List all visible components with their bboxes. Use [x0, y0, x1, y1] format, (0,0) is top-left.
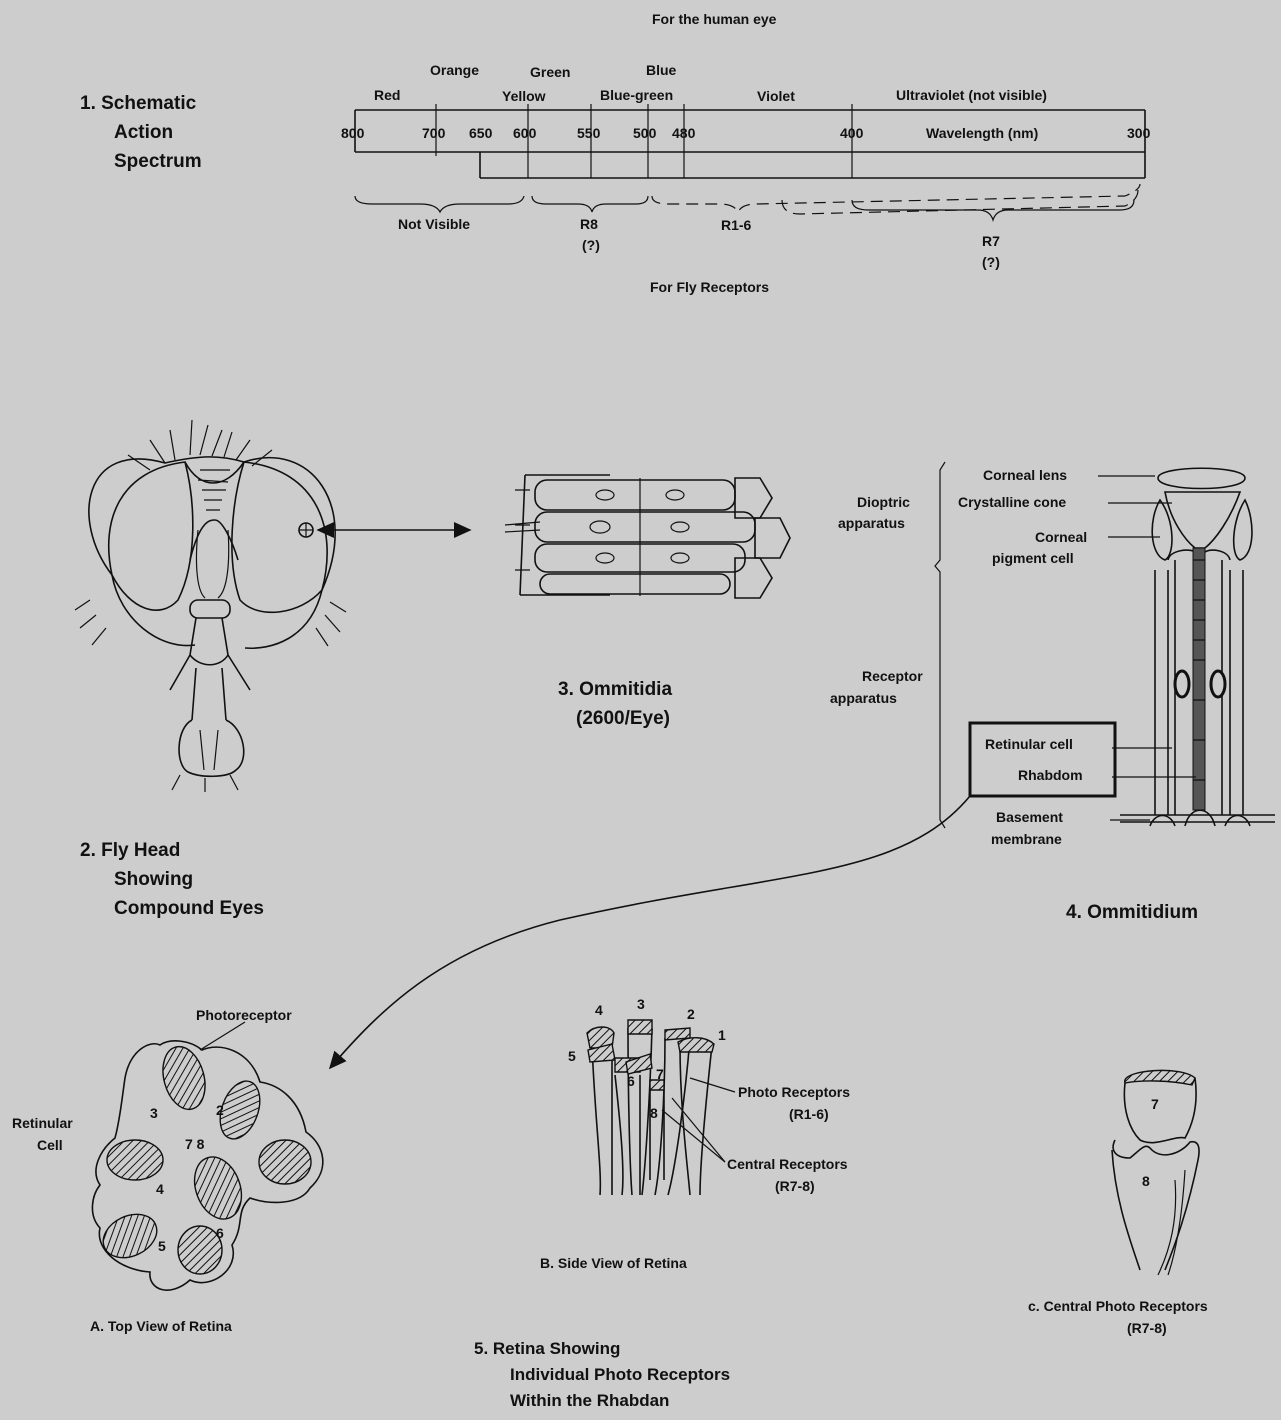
tick-700: 700 — [422, 125, 445, 141]
central-receptors-label-1: Central Receptors — [727, 1156, 848, 1172]
ommatidia-label-2: (2600/Eye) — [576, 704, 670, 733]
retina-label-3: Within the Rhabdan — [510, 1388, 669, 1413]
retinular-cell-label-2: Cell — [37, 1137, 63, 1153]
tick-650: 650 — [469, 125, 492, 141]
top-view-num-2: 2 — [216, 1102, 224, 1118]
top-view-num-5: 5 — [158, 1238, 166, 1254]
color-yellow: Yellow — [502, 88, 546, 104]
r7-label: R7 — [982, 233, 1000, 249]
central-view-caption-1: c. Central Photo Receptors — [1028, 1298, 1208, 1314]
tick-480: 480 — [672, 125, 695, 141]
fly-receptors-caption: For Fly Receptors — [650, 279, 769, 295]
top-view-num-3: 3 — [150, 1105, 158, 1121]
retina-side-view — [587, 1020, 735, 1195]
receptor-apparatus-label-2: apparatus — [830, 690, 897, 706]
r1-6-label: R1-6 — [721, 217, 751, 233]
side-view-caption: B. Side View of Retina — [540, 1255, 687, 1271]
side-view-num-3: 3 — [637, 996, 645, 1012]
central-receptors-label-2: (R7-8) — [775, 1178, 815, 1194]
color-orange: Orange — [430, 62, 479, 78]
photoreceptor-label: Photoreceptor — [196, 1007, 292, 1023]
not-visible-label: Not Visible — [398, 216, 470, 232]
ommatidia-label-1: 3. Ommitidia — [558, 675, 672, 704]
corneal-lens-label: Corneal lens — [983, 467, 1067, 483]
top-view-num-7-8: 7 8 — [185, 1136, 204, 1152]
tick-500: 500 — [633, 125, 656, 141]
side-view-num-7: 7 — [656, 1066, 664, 1082]
fly-head-drawing — [75, 420, 346, 792]
dioptric-label-1: Dioptric — [857, 494, 910, 510]
ommatidia-drawing — [505, 475, 790, 598]
ommatidium-label: 4. Ommitidium — [1066, 898, 1198, 927]
spectrum-section-label-3: Spectrum — [114, 147, 202, 176]
rhabdom-label: Rhabdom — [1018, 767, 1083, 783]
fly-head-label-3: Compound Eyes — [114, 894, 264, 923]
central-num-7: 7 — [1151, 1096, 1159, 1112]
spectrum-section-label-1: 1. Schematic — [80, 89, 196, 118]
color-blue: Blue — [646, 62, 676, 78]
dioptric-label-2: apparatus — [838, 515, 905, 531]
side-view-num-2: 2 — [687, 1006, 695, 1022]
side-view-num-6: 6 — [627, 1073, 635, 1089]
tick-400: 400 — [840, 125, 863, 141]
fly-head-label-2: Showing — [114, 865, 193, 894]
spectrum-scale — [355, 104, 1145, 178]
human-eye-caption: For the human eye — [652, 11, 776, 27]
tick-800: 800 — [341, 125, 364, 141]
r7-uncertain-label: (?) — [982, 254, 1000, 270]
side-view-num-8: 8 — [650, 1105, 658, 1121]
ommatidium-drawing — [330, 462, 1275, 1068]
retina-top-view — [92, 1022, 322, 1290]
receptor-braces — [355, 184, 1140, 220]
crystalline-cone-label: Crystalline cone — [958, 494, 1066, 510]
receptor-apparatus-label-1: Receptor — [862, 668, 923, 684]
basement-label-2: membrane — [991, 831, 1062, 847]
tick-300: 300 — [1127, 125, 1150, 141]
retina-label-2: Individual Photo Receptors — [510, 1362, 730, 1387]
fly-head-label-1: 2. Fly Head — [80, 836, 180, 865]
color-ultraviolet: Ultraviolet (not visible) — [896, 87, 1047, 103]
color-red: Red — [374, 87, 400, 103]
color-violet: Violet — [757, 88, 795, 104]
tick-600: 600 — [513, 125, 536, 141]
central-num-8: 8 — [1142, 1173, 1150, 1189]
central-view-caption-2: (R7-8) — [1127, 1320, 1167, 1336]
r8-uncertain-label: (?) — [582, 237, 600, 253]
top-view-num-6: 6 — [216, 1225, 224, 1241]
corneal-pigment-label-2: pigment cell — [992, 550, 1074, 566]
top-view-caption: A. Top View of Retina — [90, 1318, 232, 1334]
side-view-num-1: 1 — [718, 1027, 726, 1043]
photo-receptors-label-1: Photo Receptors — [738, 1084, 850, 1100]
basement-label-1: Basement — [996, 809, 1063, 825]
wavelength-axis-label: Wavelength (nm) — [926, 125, 1038, 141]
retinular-cell-label-1: Retinular — [12, 1115, 73, 1131]
r8-label: R8 — [580, 216, 598, 232]
side-view-num-5: 5 — [568, 1048, 576, 1064]
tick-550: 550 — [577, 125, 600, 141]
retina-label-1: 5. Retina Showing — [474, 1336, 620, 1361]
color-blue-green: Blue-green — [600, 87, 673, 103]
retinular-cell-label: Retinular cell — [985, 736, 1073, 752]
top-view-num-4: 4 — [156, 1181, 164, 1197]
photo-receptors-label-2: (R1-6) — [789, 1106, 829, 1122]
spectrum-section-label-2: Action — [114, 118, 173, 147]
corneal-pigment-label-1: Corneal — [1035, 529, 1087, 545]
side-view-num-4: 4 — [595, 1002, 603, 1018]
color-green: Green — [530, 64, 570, 80]
